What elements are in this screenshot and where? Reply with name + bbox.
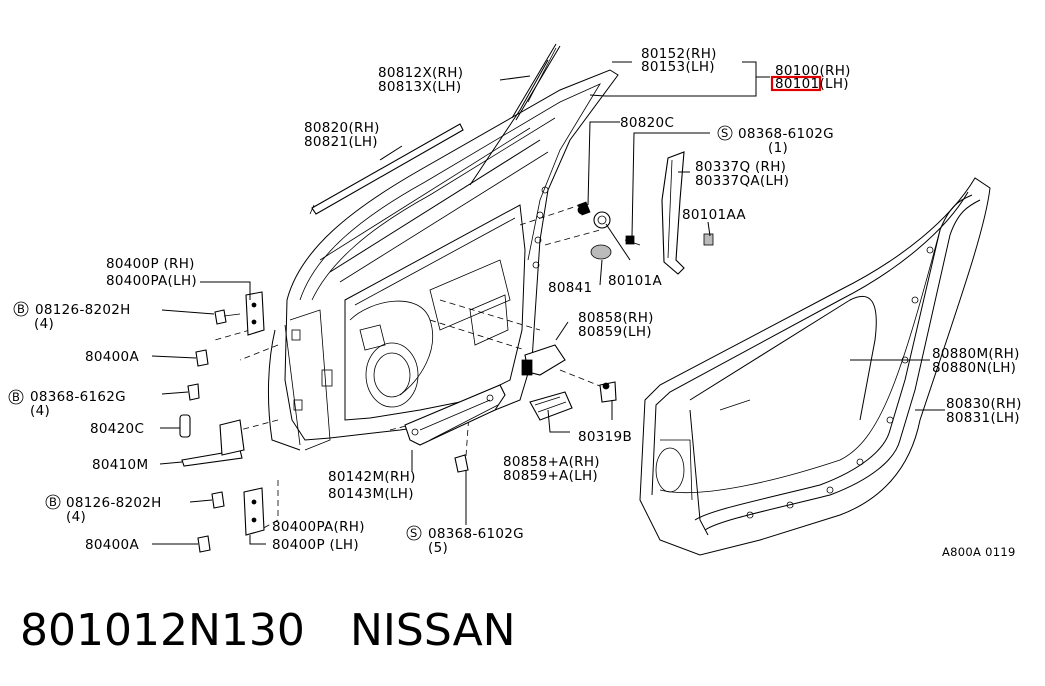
check-link-drawing (521, 344, 617, 421)
label-80400a-top: 80400A (85, 349, 139, 365)
label-80400pa-bot: 80400PA(RH) (272, 519, 365, 535)
bolt-callout-3: B (45, 494, 61, 510)
label-08368-6102g-top-qty: (1) (768, 140, 788, 156)
label-08368-6162g-qty: (4) (30, 403, 50, 419)
label-80813x: 80813X(LH) (378, 79, 461, 95)
label-80319b: 80319B (578, 429, 632, 445)
label-08126-8202h-bot-qty: (4) (66, 509, 86, 525)
label-80142m: 80142M(RH) (328, 469, 416, 485)
bolt-marker: B (12, 390, 20, 404)
sash-moulding-drawing (661, 151, 714, 275)
screw-callout-top: S (717, 125, 733, 141)
label-80100: 80100(RH) (775, 63, 851, 79)
footer-part-number: 801012N130 (20, 605, 305, 656)
label-80410m: 80410M (92, 457, 148, 473)
label-08368-6162g: 08368-6162G (30, 389, 126, 405)
label-80400p-top: 80400P (RH) (106, 256, 195, 272)
screw-marker: S (410, 526, 418, 540)
label-08368-6102g-top: 08368-6102G (738, 126, 834, 142)
label-80858a: 80858+A(RH) (503, 454, 600, 470)
small-parts (577, 201, 641, 260)
part-labels: 80152(RH) 80153(LH) 80100(RH) 80101(LH) … (8, 46, 1022, 559)
screw-marker: S (721, 126, 729, 140)
label-80880n: 80880N(LH) (932, 360, 1016, 376)
label-80821: 80821(LH) (304, 134, 378, 150)
label-80420c: 80420C (90, 421, 144, 437)
label-80101a: 80101A (608, 273, 662, 289)
label-80101aa: 80101AA (682, 207, 746, 223)
label-08126-8202h-bot: 08126-8202H (66, 495, 162, 511)
label-08126-8202h-top-qty: (4) (34, 316, 54, 332)
hinges-drawing (179, 291, 469, 553)
footer: 801012N130 NISSAN (20, 605, 516, 656)
door-panel-drawing (267, 43, 619, 451)
bolt-marker: B (17, 302, 25, 316)
footer-brand: NISSAN (350, 605, 516, 656)
regulator-drawing (404, 384, 506, 446)
label-80337q: 80337Q (RH) (695, 159, 786, 175)
label-80337qa: 80337QA(LH) (695, 173, 789, 189)
label-08368-6102g-bot-qty: (5) (428, 540, 448, 556)
label-80812x: 80812X(RH) (378, 65, 463, 81)
label-80101: 80101(LH) (775, 76, 849, 92)
label-80400p-bot: 80400P (LH) (272, 537, 359, 553)
label-80859a: 80859+A(LH) (503, 468, 598, 484)
label-80820c: 80820C (620, 115, 674, 131)
label-80143m: 80143M(LH) (328, 486, 414, 502)
highlighted-part-number-box (770, 75, 822, 92)
label-80400a-bot: 80400A (85, 537, 139, 553)
label-80831: 80831(LH) (946, 410, 1020, 426)
bolt-callout-1: B (13, 301, 29, 317)
label-80858: 80858(RH) (578, 310, 654, 326)
label-80152: 80152(RH) (641, 46, 717, 62)
label-80880m: 80880M(RH) (932, 346, 1020, 362)
label-80841: 80841 (548, 280, 592, 296)
label-08126-8202h-top: 08126-8202H (35, 302, 131, 318)
diagram-code: A800A 0119 (942, 545, 1016, 559)
label-80820: 80820(RH) (304, 120, 380, 136)
bolt-callout-2: B (8, 389, 24, 405)
label-80153: 80153(LH) (641, 59, 715, 75)
label-80859: 80859(LH) (578, 324, 652, 340)
label-08368-6102g-bot: 08368-6102G (428, 526, 524, 542)
leader-lines (151, 61, 945, 545)
label-80830: 80830(RH) (946, 396, 1022, 412)
screw-callout-bottom: S (406, 525, 422, 541)
label-80400pa-top: 80400PA(LH) (106, 273, 197, 289)
door-outer-drawing (639, 177, 991, 556)
bolt-marker: B (49, 495, 57, 509)
